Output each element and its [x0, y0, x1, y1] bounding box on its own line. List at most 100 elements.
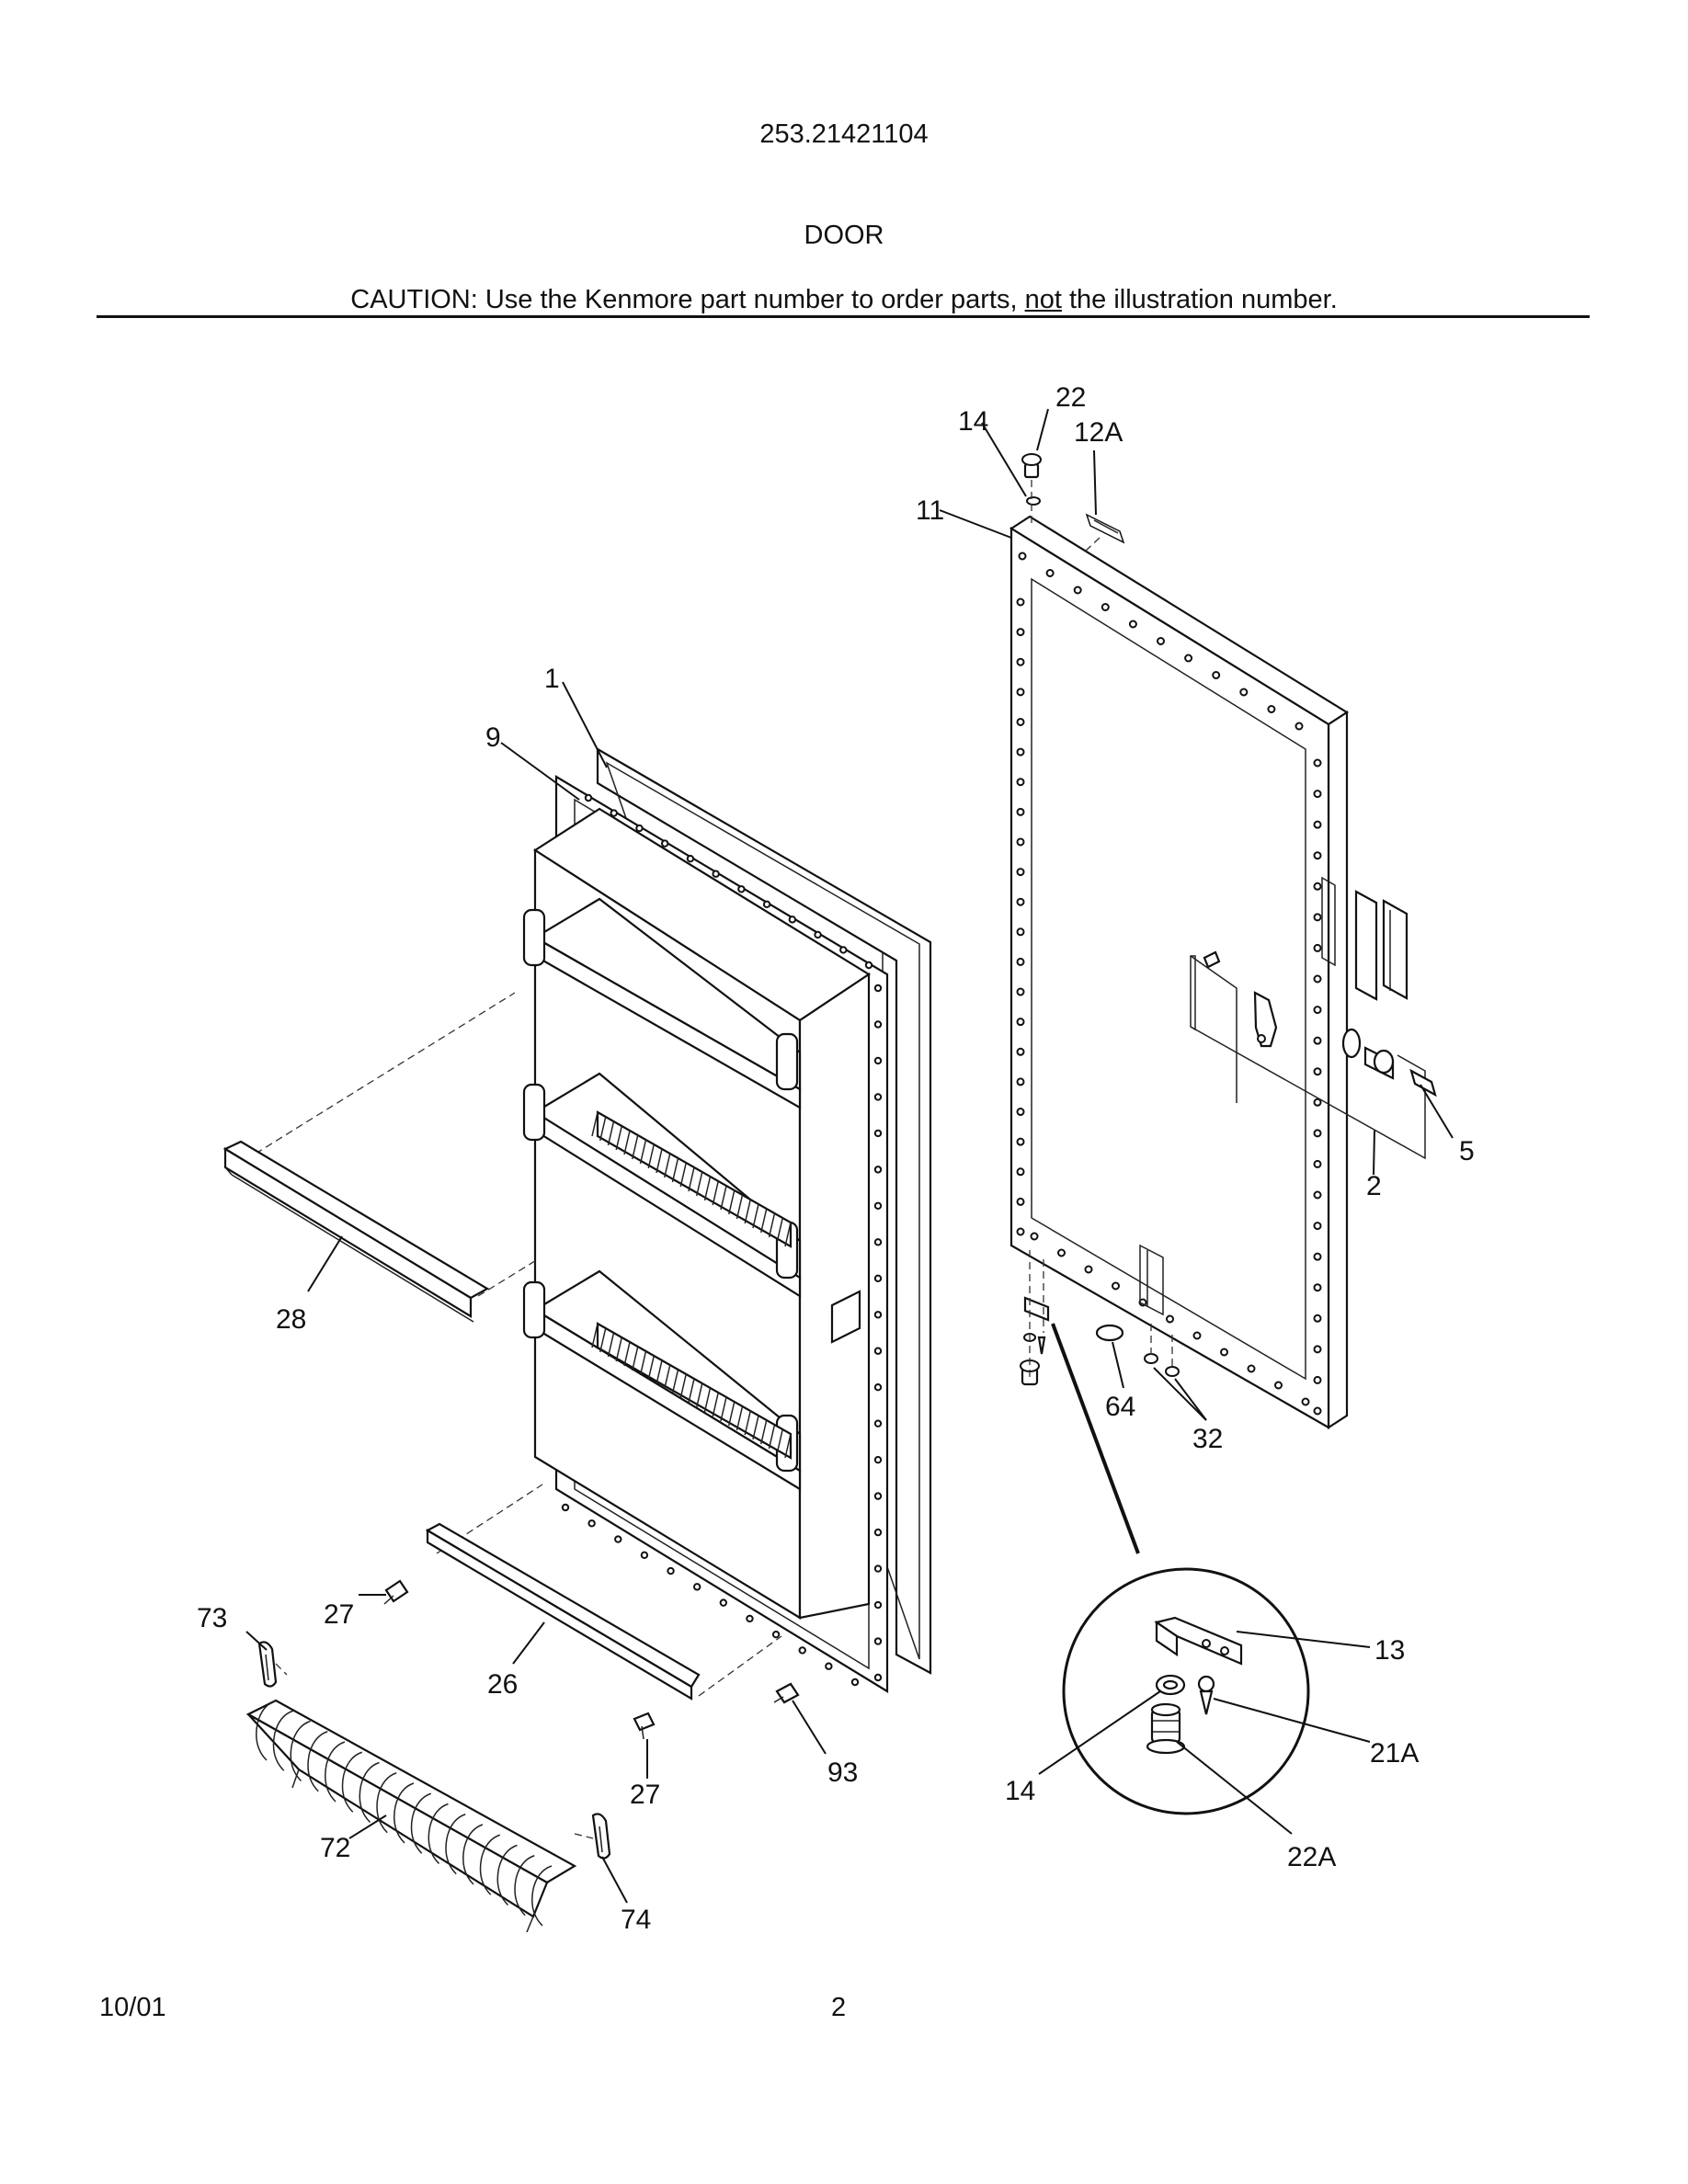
panel-hole	[1112, 1281, 1120, 1291]
panel-hole	[1016, 747, 1025, 756]
callout-14-top: 14	[958, 406, 988, 437]
panel-hole	[1313, 758, 1322, 768]
detail-inset	[1051, 1323, 1310, 1815]
panel-hole	[1128, 620, 1137, 629]
panel-hole	[1313, 1252, 1322, 1261]
footer-date: 10/01	[99, 1993, 166, 2022]
bottom-rail	[425, 1522, 701, 1701]
frame-hole	[873, 1564, 883, 1573]
panel-hole	[1073, 586, 1082, 595]
frame-hole	[788, 916, 797, 924]
panel-hole	[1313, 1222, 1322, 1231]
rack-rib	[679, 1373, 687, 1399]
frame-hole	[873, 1419, 883, 1428]
shelf-end-cap	[522, 1280, 546, 1339]
panel-hole	[1016, 1167, 1025, 1177]
panel-hole	[1313, 1190, 1322, 1200]
rack-rib	[639, 1139, 647, 1165]
shelf-end-cap	[775, 1032, 799, 1091]
panel-hole	[1016, 987, 1025, 996]
frame-hole	[814, 930, 822, 939]
rack-rib	[656, 1359, 663, 1385]
rack-rib	[607, 1332, 615, 1358]
frame-hole	[873, 1673, 883, 1682]
basket-wire	[359, 1761, 380, 1824]
basket-wire	[290, 1720, 311, 1782]
section-title: DOOR	[804, 221, 884, 250]
panel-hole	[1313, 1406, 1322, 1416]
panel-hole	[1313, 790, 1322, 799]
frame-hole	[873, 1093, 883, 1101]
rack-rib	[736, 1194, 744, 1220]
panel-hole	[1016, 1047, 1025, 1056]
callout-28: 28	[276, 1304, 306, 1335]
wire-basket	[245, 1699, 577, 1933]
panel-hole	[1220, 1348, 1228, 1357]
callout-22: 22	[1055, 382, 1086, 413]
rack-rib	[688, 1378, 695, 1404]
basket-wire	[410, 1792, 432, 1854]
panel-hole	[1016, 1018, 1025, 1027]
callout-11: 11	[916, 495, 944, 526]
rack-rib	[736, 1405, 744, 1431]
rack-rib	[760, 1208, 768, 1234]
rack-rib	[688, 1166, 695, 1192]
panel-hole	[1101, 603, 1110, 611]
basket-wire	[514, 1855, 535, 1917]
header-rule	[97, 315, 1590, 318]
caution-note: CAUTION: Use the Kenmore part number to …	[0, 285, 1688, 315]
callout-12a: 12A	[1074, 417, 1123, 448]
panel-hole	[1157, 637, 1165, 645]
basket-wire	[445, 1814, 466, 1875]
frame-hole	[667, 1566, 675, 1575]
frame-hole	[584, 793, 593, 802]
basket-rim	[245, 1699, 577, 1884]
panel-hole	[1295, 722, 1304, 731]
rack-rib	[760, 1419, 768, 1445]
panel-hole	[1084, 1265, 1093, 1274]
callout-2: 2	[1366, 1171, 1382, 1201]
panel-hole	[1192, 1331, 1202, 1340]
frame-hole	[873, 1311, 883, 1319]
frame-hole	[873, 1492, 883, 1500]
basket-wire	[479, 1834, 501, 1895]
frame-hole	[719, 1598, 728, 1607]
panel-hole	[1016, 1197, 1025, 1206]
panel-hole	[1239, 688, 1249, 697]
panel-hole	[1016, 897, 1025, 906]
basket-wire	[341, 1751, 363, 1813]
basket-wire	[307, 1731, 328, 1792]
frame-hole	[692, 1583, 701, 1591]
panel-hole	[1267, 705, 1276, 713]
frame-hole	[771, 1630, 781, 1639]
rack-rib	[752, 1203, 759, 1229]
rack-rib	[607, 1120, 615, 1146]
frame-hole	[873, 1201, 883, 1211]
panel-hole	[1313, 1067, 1322, 1076]
rack-rib	[647, 1143, 655, 1169]
frame-hole	[839, 946, 848, 954]
frame-hole	[873, 984, 883, 993]
callout-72: 72	[320, 1833, 350, 1863]
rack-rib	[623, 1130, 631, 1155]
frame-hole	[762, 900, 771, 909]
rack-rib	[712, 1392, 719, 1417]
callout-73: 73	[197, 1603, 227, 1633]
frame-hole	[864, 961, 873, 970]
panel-hole	[1313, 1345, 1322, 1354]
callout-13: 13	[1374, 1635, 1405, 1666]
rack-rib	[591, 1111, 599, 1137]
rack-rib	[632, 1134, 639, 1160]
panel-hole	[1016, 1137, 1025, 1146]
rack-rib	[768, 1212, 776, 1238]
panel-hole	[1016, 628, 1025, 637]
callout-5: 5	[1459, 1136, 1475, 1166]
panel-hole	[1184, 654, 1193, 663]
panel-hole	[1313, 913, 1322, 922]
panel-hole	[1313, 882, 1322, 891]
panel-hole	[1301, 1397, 1310, 1406]
panel-hole	[1030, 1232, 1039, 1241]
rack-rib	[776, 1428, 783, 1454]
rack-rib	[615, 1337, 622, 1362]
